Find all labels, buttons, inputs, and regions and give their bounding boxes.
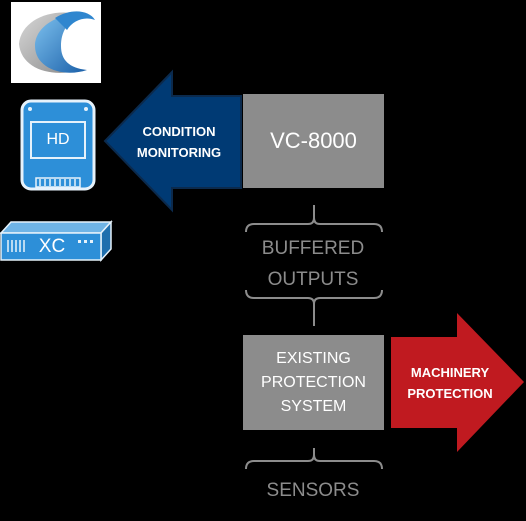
buffered-outputs-line-1: BUFFERED <box>261 238 365 259</box>
condition-monitoring-arrow <box>103 69 242 213</box>
existing-protection-line-3: SYSTEM <box>280 397 347 415</box>
condition-monitoring-line-2: MONITORING <box>136 145 222 160</box>
buffered-outputs-bracket <box>245 205 383 326</box>
existing-protection-line-2: PROTECTION <box>261 373 366 391</box>
company-logo <box>11 2 101 83</box>
existing-protection-system-box: EXISTING PROTECTION SYSTEM <box>243 335 384 430</box>
sensors-bracket <box>245 448 383 470</box>
condition-monitoring-label: CONDITION MONITORING <box>126 121 232 163</box>
buffered-outputs-label: BUFFERED OUTPUTS <box>245 233 381 295</box>
machinery-protection-line-1: MACHINERY <box>410 365 490 380</box>
sensors-label: SENSORS <box>245 475 381 506</box>
hd-device-icon <box>20 99 96 191</box>
xc-device-icon <box>0 220 113 262</box>
vc-8000-label: VC-8000 <box>270 128 357 153</box>
machinery-protection-arrow <box>391 313 524 452</box>
existing-protection-line-1: EXISTING <box>276 349 351 367</box>
xc-device-label: XC <box>38 235 66 257</box>
condition-monitoring-line-1: CONDITION <box>142 124 216 139</box>
vc-8000-box: VC-8000 <box>243 94 384 188</box>
hd-device-label: HD <box>46 131 70 148</box>
sensors-line-1: SENSORS <box>266 480 360 501</box>
machinery-protection-line-2: PROTECTION <box>407 386 493 401</box>
machinery-protection-label: MACHINERY PROTECTION <box>396 362 504 404</box>
buffered-outputs-line-2: OUTPUTS <box>267 269 359 290</box>
bently-nevada-logo-icon <box>19 11 95 73</box>
